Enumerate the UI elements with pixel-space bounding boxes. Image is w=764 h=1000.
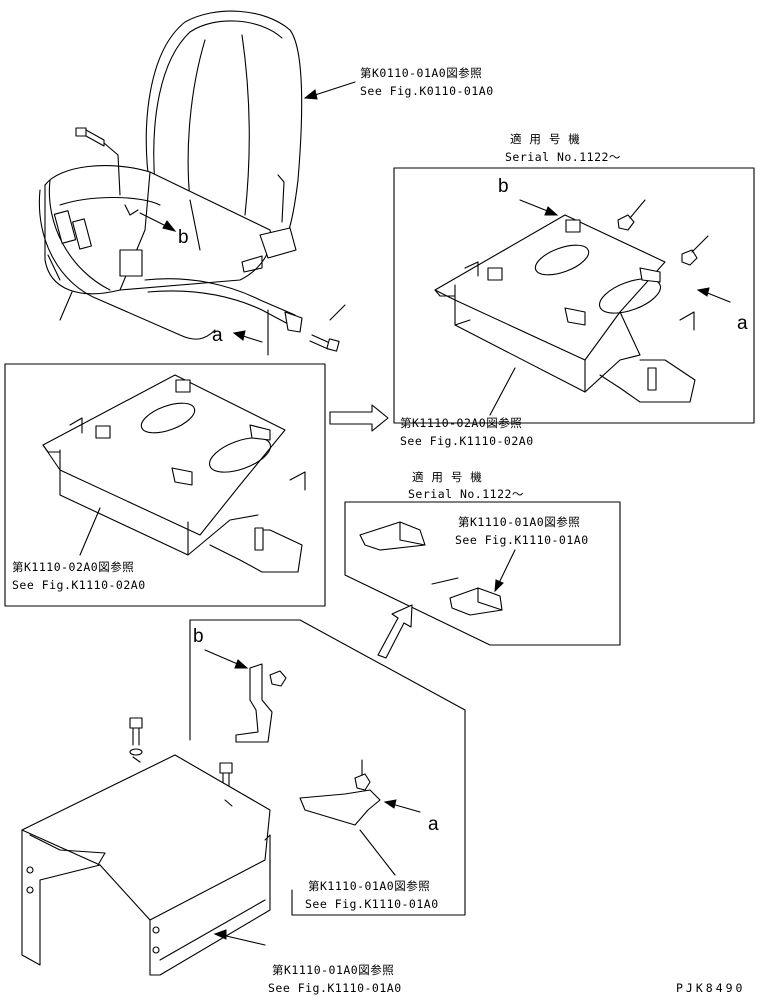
seat-ref-en: See Fig.K0110-01A0 — [360, 84, 494, 98]
base-ref-jp: 第K1110-01A0図参照 — [272, 963, 395, 977]
letter-b-right: b — [498, 176, 509, 197]
bracket-small-ref-en: See Fig.K1110-01A0 — [305, 897, 439, 911]
serial-label-right-jp: 適 用 号 機 — [510, 132, 581, 146]
inset-ref-jp: 第K1110-01A0図参照 — [458, 515, 581, 529]
bracket-small-ref-jp: 第K1110-01A0図参照 — [308, 879, 431, 893]
letter-b-seat: b — [178, 227, 189, 248]
serial-label-inset-jp: 適 用 号 機 — [412, 470, 483, 484]
bracket-right-ref-en: See Fig.K1110-02A0 — [400, 434, 534, 448]
bracket-right-ref-jp: 第K1110-02A0図参照 — [400, 416, 523, 430]
inset-ref-en: See Fig.K1110-01A0 — [455, 533, 589, 547]
serial-label-inset-en: Serial No.1122～ — [408, 487, 524, 501]
serial-label-right-en: Serial No.1122～ — [505, 150, 621, 164]
letter-a-right: a — [737, 313, 748, 334]
lower-assembly — [21, 619, 466, 976]
transfer-arrow-up — [377, 604, 413, 659]
bracket-panel-right — [393, 167, 755, 424]
letter-b-lower: b — [193, 626, 204, 647]
seat-ref-jp: 第K0110-01A0図参照 — [360, 66, 483, 80]
transfer-arrow-right — [329, 404, 389, 432]
bracket-panel-left — [4, 363, 326, 607]
drawing-id: PJK8490 — [676, 981, 746, 995]
letter-a-seat: a — [212, 325, 223, 346]
bracket-left-ref-en: See Fig.K1110-02A0 — [12, 578, 146, 592]
seat-illustration — [38, 10, 356, 356]
inset-panel — [344, 501, 621, 646]
bracket-left-ref-jp: 第K1110-02A0図参照 — [12, 560, 135, 574]
letter-a-lower: a — [428, 814, 439, 835]
base-ref-en: See Fig.K1110-01A0 — [268, 981, 402, 995]
